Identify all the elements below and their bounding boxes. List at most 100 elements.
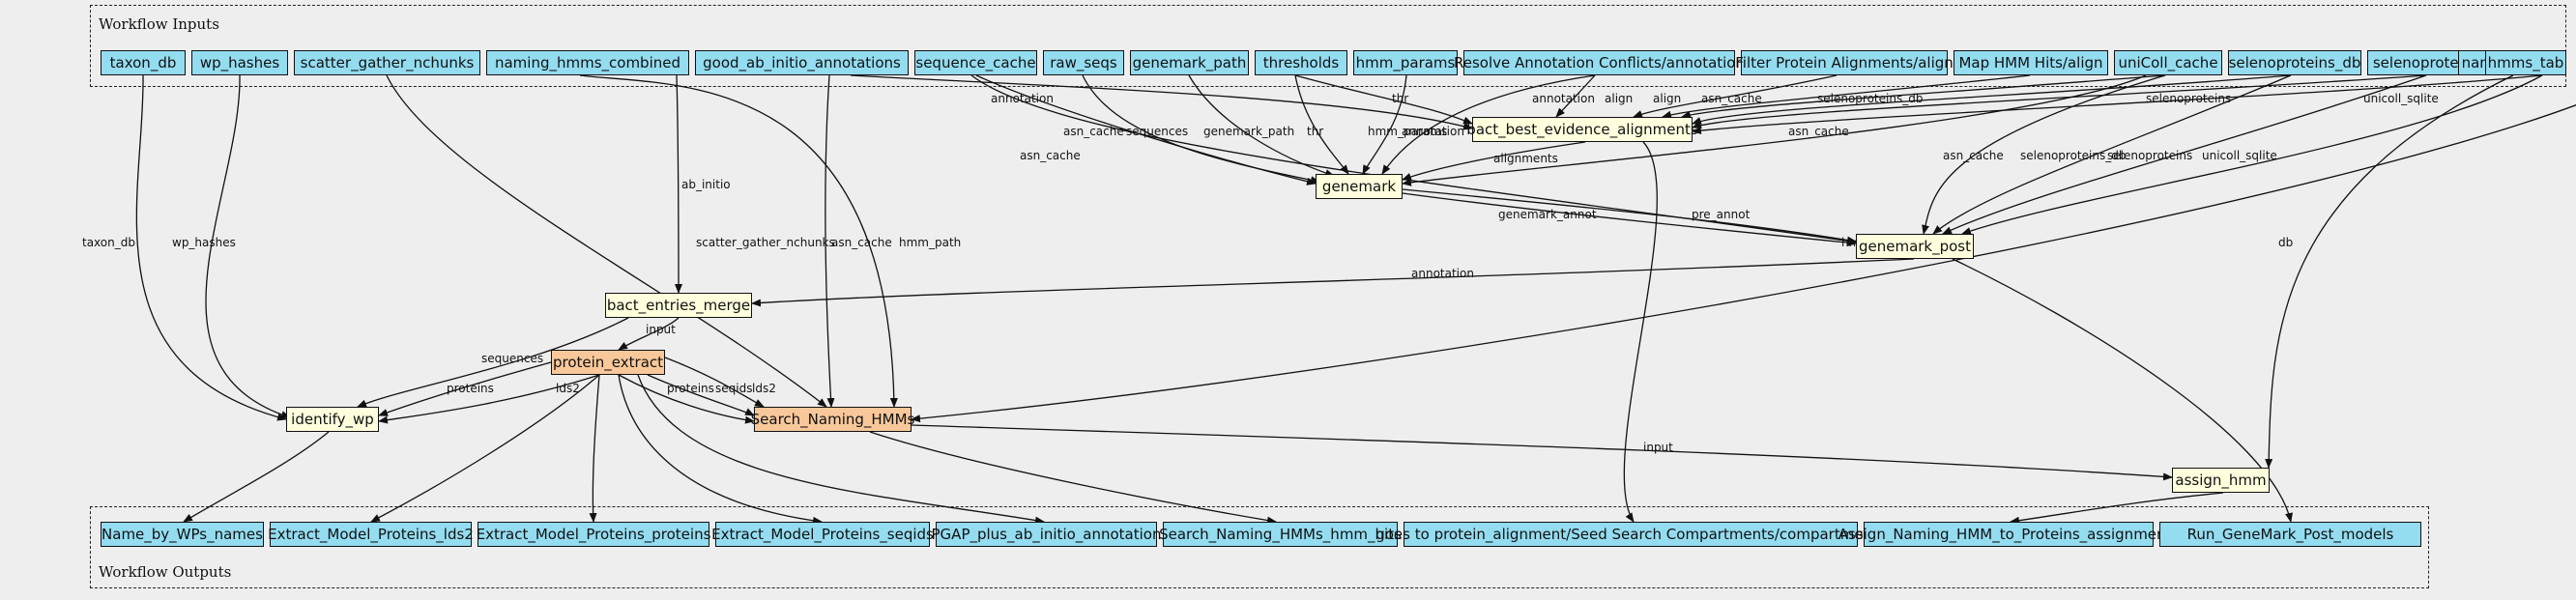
edge-proteins-iwp xyxy=(378,361,552,416)
edge-annotation-res xyxy=(1555,74,1596,118)
output-extract-model-proteins-lds2[interactable]: Extract_Model_Proteins_lds2 xyxy=(268,522,474,547)
output-name-by-wps-names[interactable]: Name_by_WPs_names xyxy=(101,522,264,547)
workflow-inputs-cluster: Workflow Inputs xyxy=(90,5,2566,87)
input-taxon-db[interactable]: taxon_db xyxy=(101,50,186,75)
input-scatter-gather-nchunks[interactable]: scatter_gather_nchunks xyxy=(294,50,480,75)
output-run-genemark-post-models[interactable]: Run_GeneMark_Post_models xyxy=(2159,522,2421,547)
workflow-outputs-cluster: Workflow Outputs xyxy=(90,506,2429,588)
workflow-outputs-title: Workflow Outputs xyxy=(99,563,232,581)
edge-pre-annot xyxy=(1402,188,1857,244)
input-hmms-tab[interactable]: hmms_tab xyxy=(2485,50,2566,75)
input-selenoproteins-db[interactable]: selenoproteins_db xyxy=(2228,50,2361,75)
edge-proteins-snh-label: proteins xyxy=(667,382,714,395)
step-bact-entries-merge[interactable]: bact_entries_merge xyxy=(605,293,752,318)
edge-genemark-annot-label: genemark_annot xyxy=(1498,208,1597,221)
edge-snh-hits xyxy=(869,431,1277,525)
edge-scatter-gather-label: scatter_gather_nchunks xyxy=(696,236,835,249)
edge-asn-cache-gmpost-label: asn_cache xyxy=(1020,149,1081,162)
edge-sequences-iwp-label: sequences xyxy=(481,352,543,365)
step-assign-hmm[interactable]: assign_hmm xyxy=(2172,468,2270,493)
edge-pe-pgap xyxy=(637,374,1045,525)
edge-asn-cache-snh xyxy=(825,74,835,408)
edge-hmm-params-label: hmm_params xyxy=(1368,125,1447,138)
edge-asn-cache-snh-label: asn_cache xyxy=(831,236,892,249)
edge-input-assign xyxy=(911,424,2173,481)
edge-annotation-merge-label: annotation xyxy=(1411,267,1474,280)
step-genemark-post[interactable]: genemark_post xyxy=(1856,234,1974,259)
edge-asn-cache-unicoll-gm-label: asn_cache xyxy=(1788,125,1849,138)
step-identify-wp[interactable]: identify_wp xyxy=(286,407,379,432)
input-map-hmm-hits[interactable]: Map HMM Hits/align xyxy=(1954,50,2108,75)
step-genemark[interactable]: genemark xyxy=(1316,174,1403,199)
edge-unicoll-sqlite-bbea xyxy=(1692,74,2543,135)
output-extract-model-proteins-proteins[interactable]: Extract_Model_Proteins_proteins xyxy=(477,522,710,547)
edge-genemark-annot xyxy=(1402,192,1857,247)
input-genemark-path[interactable]: genemark_path xyxy=(1130,50,1249,75)
edge-iwp-out xyxy=(183,431,330,523)
edge-pe-proteins xyxy=(589,374,600,523)
edge-annotation-bbea-label: annotation xyxy=(991,92,1054,105)
edge-selenoproteins-bbea xyxy=(1692,74,2427,129)
edge-sequences-label: sequences xyxy=(1126,125,1188,138)
input-unicoll-cache[interactable]: uniColl_cache xyxy=(2114,50,2222,75)
edge-db-label: db xyxy=(2278,236,2293,249)
input-hmm-params[interactable]: hmm_params xyxy=(1353,50,1458,75)
edge-lds2-iwp-label: lds2 xyxy=(556,382,580,395)
edge-thr-bbea-label: thr xyxy=(1392,92,1408,105)
edge-hmm-path-label: hmm_path xyxy=(899,236,961,249)
input-naming-hmms-combined[interactable]: naming_hmms_combined xyxy=(486,50,689,75)
step-search-naming-hmms[interactable]: Search_Naming_HMMs xyxy=(751,407,914,432)
step-bact-best-evidence-alignments[interactable]: bact_best_evidence_alignments xyxy=(1466,117,1698,142)
output-assign-naming-hmm-assignments[interactable]: Assign_Naming_HMM_to_Proteins_assignment… xyxy=(1838,522,2179,547)
edge-unicoll-gmpost-label: unicoll_sqlite xyxy=(2202,149,2277,162)
edge-input-assign-label: input xyxy=(1643,441,1673,454)
edge-seqids-snh xyxy=(647,374,755,416)
edge-align-filter xyxy=(1633,74,1838,118)
input-raw-seqs[interactable]: raw_seqs xyxy=(1043,50,1124,75)
step-protein-extract[interactable]: protein_extract xyxy=(551,350,665,375)
edge-selenoproteins-db-bbea-label: selenoproteins_db xyxy=(1817,92,1923,105)
edge-hmms-tab xyxy=(911,103,2576,423)
edge-taxon-db-label: taxon_db xyxy=(82,236,135,249)
edge-annotation-gm-label: annotation xyxy=(1402,125,1464,138)
edge-gmpost-models xyxy=(1952,258,2293,523)
edge-annotation-merge xyxy=(751,258,1915,307)
input-thresholds[interactable]: thresholds xyxy=(1255,50,1347,75)
edge-thr-label: thr xyxy=(1307,125,1323,138)
input-good-ab-initio-annotations[interactable]: good_ab_initio_annotations xyxy=(695,50,909,75)
edge-sequences xyxy=(1082,74,1320,185)
edge-asn-cache-gmpost2 xyxy=(1922,74,2166,235)
output-goes-to-protein-alignment[interactable]: goes to protein_alignment/Seed Search Co… xyxy=(1375,522,1886,547)
edge-align-filter-label: align xyxy=(1605,92,1633,105)
edge-unicoll-gmpost xyxy=(1961,74,2543,235)
edge-pe-lds2 xyxy=(370,374,600,523)
edge-input-pe-label: input xyxy=(646,323,676,336)
edge-annotation-res-label: annotation xyxy=(1532,92,1595,105)
edge-proteins-iwp-label: proteins xyxy=(447,382,494,395)
input-sequence-cache[interactable]: sequence_cache xyxy=(914,50,1037,75)
edge-annotation-gm xyxy=(1381,74,1596,175)
output-extract-model-proteins-seqids[interactable]: Extract_Model_Proteins_seqids xyxy=(711,522,934,547)
edge-alignments-label: alignments xyxy=(1493,152,1558,165)
edge-seleno-gmpost-label: selenoproteins xyxy=(2107,149,2192,162)
edge-unicoll-sqlite-bbea-label: unicoll_sqlite xyxy=(2363,92,2439,105)
edge-selenoproteins-bbea-label: selenoproteins xyxy=(2146,92,2231,105)
input-resolve-annotation-conflicts[interactable]: Resolve Annotation Conflicts/annotation xyxy=(1454,50,1745,75)
edge-align-map-label: align xyxy=(1653,92,1681,105)
edge-asn-cache-gmpost2-label: asn_cache xyxy=(1943,149,2004,162)
edge-db xyxy=(2265,74,2514,469)
edge-asn-cache-unicoll-gm xyxy=(1402,74,2147,186)
edge-assign-out xyxy=(2010,492,2224,525)
input-filter-protein-alignments[interactable]: Filter Protein Alignments/align xyxy=(1735,50,1954,75)
input-wp-hashes[interactable]: wp_hashes xyxy=(191,50,288,75)
output-search-naming-hmms-hmm-hits[interactable]: Search_Naming_HMMs_hmm_hits xyxy=(1159,522,1402,547)
edge-bbea-compartments xyxy=(1623,141,1658,523)
edge-thr xyxy=(1294,74,1349,175)
edge-alignments xyxy=(1402,141,1586,181)
output-pgap-plus-ab-initio-annotation[interactable]: PGAP_plus_ab_initio_annotation xyxy=(932,522,1161,547)
edge-selenodb-gmpost xyxy=(1932,74,2292,235)
edge-selenoproteins-db-bbea xyxy=(1692,74,2292,125)
edge-ab-initio xyxy=(674,74,682,294)
edge-taxon-db xyxy=(135,74,287,421)
